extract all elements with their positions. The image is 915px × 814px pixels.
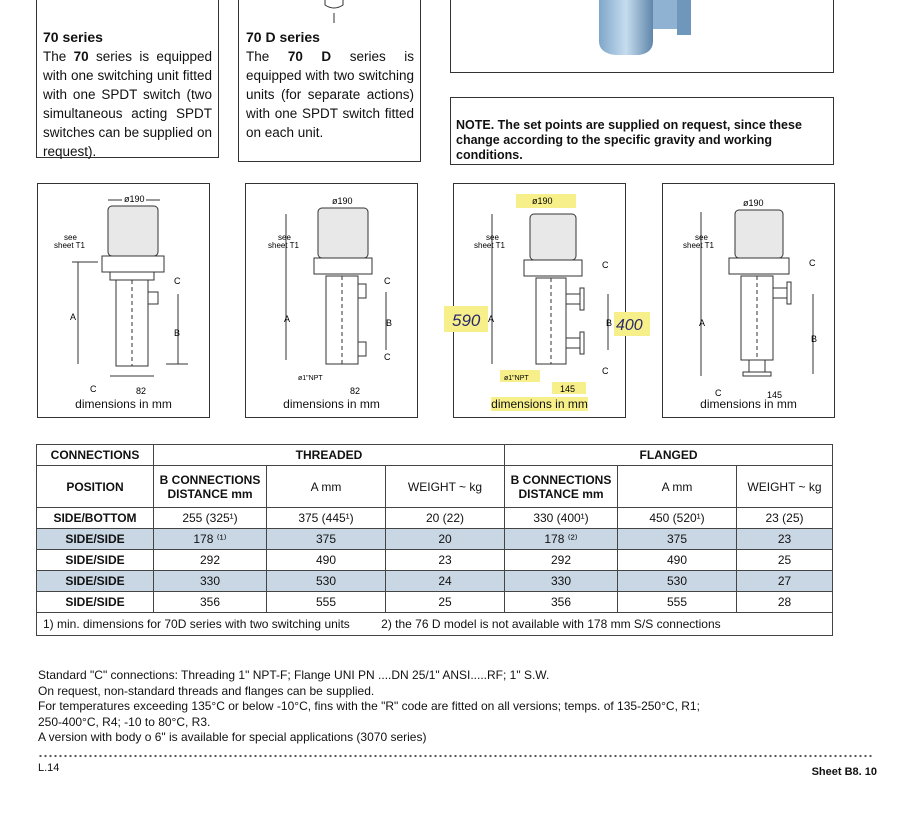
drawing-2-see: see: [278, 233, 291, 242]
drawing-2-label-c2: C: [384, 352, 391, 362]
setpoint-note: NOTE. The set points are supplied on req…: [456, 118, 802, 162]
series-70d-box: 70 D series The 70 D series is equipped …: [238, 0, 421, 162]
drawing-2-w82: 82: [350, 386, 360, 396]
drawing-3-label-a: A: [488, 314, 494, 324]
drawing-3-hand-400: 400: [616, 317, 643, 334]
drawing-4-label-c2: C: [715, 388, 722, 398]
switch-partial-drawing: [324, 0, 344, 23]
drawing-1-w82: 82: [136, 386, 146, 396]
group-threaded: THREADED: [153, 444, 505, 466]
drawing-1-label-b: B: [174, 328, 180, 338]
series-70d-title: 70 D series: [246, 29, 320, 45]
series-70-box: 70 series The 70 series is equipped with…: [36, 0, 219, 159]
col-flanged-a: A mm: [617, 465, 737, 508]
table-row: SIDE/BOTTOM 255 (325¹) 375 (445¹) 20 (22…: [36, 507, 833, 529]
drawing-1-svg: ø190 see sheet T1 C A B C 82: [54, 194, 188, 396]
sheet-number: Sheet B8. 10: [811, 766, 877, 778]
col-threaded-weight: WEIGHT ~ kg: [385, 465, 505, 508]
drawing-4-see: see: [695, 233, 708, 242]
drawing-3-svg: ø190 see sheet T1 C 590 A B 400 C ø1"NPT…: [444, 194, 650, 394]
page-code-left: L.14: [38, 762, 60, 774]
footnote-1: 1) min. dimensions for 70D series with t…: [43, 617, 350, 631]
drawing-1-label-c2: C: [90, 384, 97, 394]
drawing-3-caption: dimensions in mm: [491, 397, 588, 411]
dimensions-weight-table: CONNECTIONS THREADED FLANGED POSITION B …: [36, 444, 833, 636]
product-photo-box: [450, 0, 834, 73]
drawing-4-label-c: C: [809, 258, 816, 268]
drawing-2-caption: dimensions in mm: [283, 397, 380, 411]
table-footnotes: 1) min. dimensions for 70D series with t…: [36, 612, 833, 636]
drawing-2-label-b: B: [386, 318, 392, 328]
table-row: SIDE/SIDE 330 530 24 330 530 27: [36, 570, 833, 592]
drawing-2-svg: ø190 see sheet T1 C A B C ø1"NPT 82: [268, 196, 392, 396]
drawing-1-label-c: C: [174, 276, 181, 286]
series-70-title: 70 series: [43, 29, 103, 45]
drawing-3-see: see: [486, 233, 499, 242]
drawing-4-svg: ø190 see sheet T1 C A B C 145: [683, 198, 817, 400]
drawing-3-label-c: C: [602, 260, 609, 270]
bottom-notes: Standard "C" connections: Threading 1" N…: [38, 668, 700, 744]
dotted-separator: [38, 754, 874, 758]
col-connections: CONNECTIONS: [36, 444, 154, 466]
drawing-3-npt: ø1"NPT: [504, 375, 529, 382]
note-box: NOTE. The set points are supplied on req…: [450, 97, 834, 165]
table-row: SIDE/SIDE 178 ⁽¹⁾ 375 20 178 ⁽²⁾ 375 23: [36, 528, 833, 550]
drawing-4-label-a: A: [699, 318, 705, 328]
drawing-4-w145: 145: [767, 390, 782, 400]
series-70-text: The 70 series is equipped with one switc…: [43, 49, 212, 159]
drawing-4-sheet: sheet T1: [683, 241, 715, 250]
drawing-flanged-side-bottom: ø190 see sheet T1 C A B C 145 dimensions…: [662, 183, 835, 418]
product-photo-partial: [599, 0, 691, 55]
col-flanged-weight: WEIGHT ~ kg: [736, 465, 833, 508]
drawing-4-caption: dimensions in mm: [700, 397, 797, 411]
table-row: SIDE/SIDE 356 555 25 356 555 28: [36, 591, 833, 613]
col-position: POSITION: [36, 465, 154, 508]
drawing-1-d190: ø190: [124, 194, 145, 204]
drawing-3-hand-590: 590: [452, 311, 481, 330]
drawing-3-label-b: B: [606, 318, 612, 328]
drawing-4-d190: ø190: [743, 198, 764, 208]
drawing-1-caption: dimensions in mm: [75, 397, 172, 411]
series-70d-text: The 70 D series is equipped with two swi…: [246, 49, 414, 140]
drawing-3-w145: 145: [560, 384, 575, 394]
drawing-3-sheet: sheet T1: [474, 241, 506, 250]
group-flanged: FLANGED: [504, 444, 833, 466]
drawing-2-sheet: sheet T1: [268, 241, 300, 250]
drawing-threaded-side-side: ø190 see sheet T1 C A B C ø1"NPT 82 dime…: [245, 183, 418, 418]
col-threaded-a: A mm: [266, 465, 386, 508]
table-row: SIDE/SIDE 292 490 23 292 490 25: [36, 549, 833, 571]
drawing-3-d190: ø190: [532, 196, 553, 206]
footnote-2: 2) the 76 D model is not available with …: [381, 617, 721, 631]
drawing-3-label-c2: C: [602, 366, 609, 376]
drawing-2-label-c: C: [384, 276, 391, 286]
drawing-4-label-b: B: [811, 334, 817, 344]
drawing-2-d190: ø190: [332, 196, 353, 206]
drawing-2-label-a: A: [284, 314, 290, 324]
drawing-threaded-side-bottom: ø190 see sheet T1 C A B C 82 dimensions …: [37, 183, 210, 418]
drawing-1-sheet: sheet T1: [54, 241, 86, 250]
drawing-flanged-side-side: ø190 see sheet T1 C 590 A B 400 C ø1"NPT…: [444, 183, 650, 418]
drawing-1-see: see: [64, 233, 77, 242]
drawing-1-label-a: A: [70, 312, 76, 322]
drawing-2-npt: ø1"NPT: [298, 375, 323, 382]
